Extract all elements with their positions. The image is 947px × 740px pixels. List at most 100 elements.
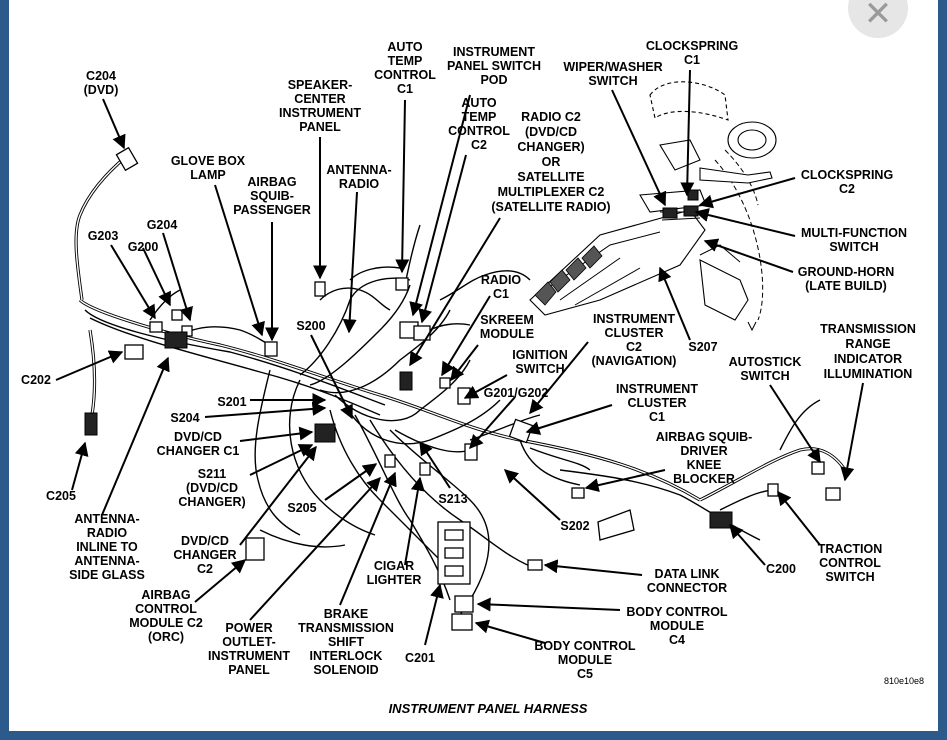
label-line: MODULE: [650, 619, 704, 633]
label-line: C201: [405, 651, 435, 665]
label-line: ILLUMINATION: [824, 367, 913, 381]
label-ground-horn: GROUND-HORN(LATE BUILD): [798, 265, 895, 293]
label-line: INLINE TO: [76, 540, 138, 554]
label-line: SPEAKER-: [288, 78, 353, 92]
label-g200: G200: [128, 240, 159, 254]
label-line: CONNECTOR: [647, 581, 727, 595]
label-line: CIGAR: [374, 559, 414, 573]
label-line: C205: [46, 489, 76, 503]
label-line: S204: [170, 411, 199, 425]
label-line: SWITCH: [588, 74, 637, 88]
label-line: INSTRUMENT: [208, 649, 290, 663]
label-line: SWITCH: [515, 362, 564, 376]
label-s200: S200: [296, 319, 325, 333]
label-line: S207: [688, 340, 717, 354]
label-line: CONTROL: [448, 124, 510, 138]
label-line: SWITCH: [829, 240, 878, 254]
label-line: (DVD): [84, 83, 119, 97]
label-line: CHANGER): [517, 140, 584, 154]
label-line: AIRBAG: [141, 588, 190, 602]
label-line: (ORC): [148, 630, 184, 644]
figure-id: 810e10e8: [884, 676, 924, 686]
label-g201-g202: G201/G202: [484, 386, 549, 400]
label-line: C2: [626, 340, 642, 354]
label-line: RANGE: [845, 337, 890, 351]
window-frame-bottom: [0, 731, 947, 740]
label-line: (DVD/CD: [186, 481, 238, 495]
label-line: CLOCKSPRING: [801, 168, 893, 182]
label-line: S205: [287, 501, 316, 515]
diagram-caption: INSTRUMENT PANEL HARNESS: [389, 701, 588, 716]
label-line: C2: [197, 562, 213, 576]
label-line: LAMP: [190, 168, 225, 182]
label-line: S211: [198, 467, 227, 481]
label-line: SATELLITE: [517, 170, 584, 184]
label-line: S202: [560, 519, 589, 533]
label-line: (LATE BUILD): [805, 279, 887, 293]
label-line: (SATELLITE RADIO): [491, 200, 610, 214]
label-line: BODY CONTROL: [534, 639, 636, 653]
label-line: MULTI-FUNCTION: [801, 226, 907, 240]
label-line: KNEE: [687, 458, 722, 472]
label-line: TRACTION: [818, 542, 883, 556]
label-line: C2: [839, 182, 855, 196]
label-line: OUTLET-: [222, 635, 275, 649]
label-line: RADIO C2: [521, 110, 581, 124]
label-line: (DVD/CD: [525, 125, 577, 139]
label-g203: G203: [88, 229, 119, 243]
label-line: C2: [471, 138, 487, 152]
label-s204: S204: [170, 411, 199, 425]
label-line: RADIO: [481, 273, 522, 287]
label-line: SWITCH: [740, 369, 789, 383]
pointer-arrows: [55, 69, 864, 646]
label-line: INSTRUMENT: [279, 106, 361, 120]
label-line: TRANSMISSION: [820, 322, 916, 336]
label-line: C204: [86, 69, 116, 83]
label-line: TRANSMISSION: [298, 621, 394, 635]
label-line: CHANGER C1: [157, 444, 240, 458]
label-line: MULTIPLEXER C2: [498, 185, 605, 199]
label-line: POD: [480, 73, 507, 87]
label-s213: S213: [438, 492, 467, 506]
label-line: (NAVIGATION): [592, 354, 677, 368]
label-line: CONTROL: [819, 556, 881, 570]
label-s201: S201: [217, 395, 246, 409]
label-line: SIDE GLASS: [69, 568, 145, 582]
label-line: C1: [684, 53, 700, 67]
label-line: MODULE: [558, 653, 612, 667]
label-line: ANTENNA-: [74, 512, 139, 526]
label-line: C1: [397, 82, 413, 96]
label-line: DATA LINK: [654, 567, 719, 581]
label-line: RADIO: [87, 526, 128, 540]
label-c201: C201: [405, 651, 435, 665]
label-line: MODULE: [480, 327, 534, 341]
label-line: GLOVE BOX: [171, 154, 246, 168]
label-line: C200: [766, 562, 796, 576]
label-line: SQUIB-: [250, 189, 294, 203]
label-line: POWER: [225, 621, 272, 635]
label-line: DVD/CD: [174, 430, 222, 444]
label-line: S200: [296, 319, 325, 333]
label-line: DRIVER: [680, 444, 727, 458]
label-line: AUTO: [461, 96, 496, 110]
label-line: SWITCH: [825, 570, 874, 584]
label-line: DVD/CD: [181, 534, 229, 548]
label-line: CONTROL: [374, 68, 436, 82]
label-line: G201/G202: [484, 386, 549, 400]
label-line: OR: [542, 155, 561, 169]
